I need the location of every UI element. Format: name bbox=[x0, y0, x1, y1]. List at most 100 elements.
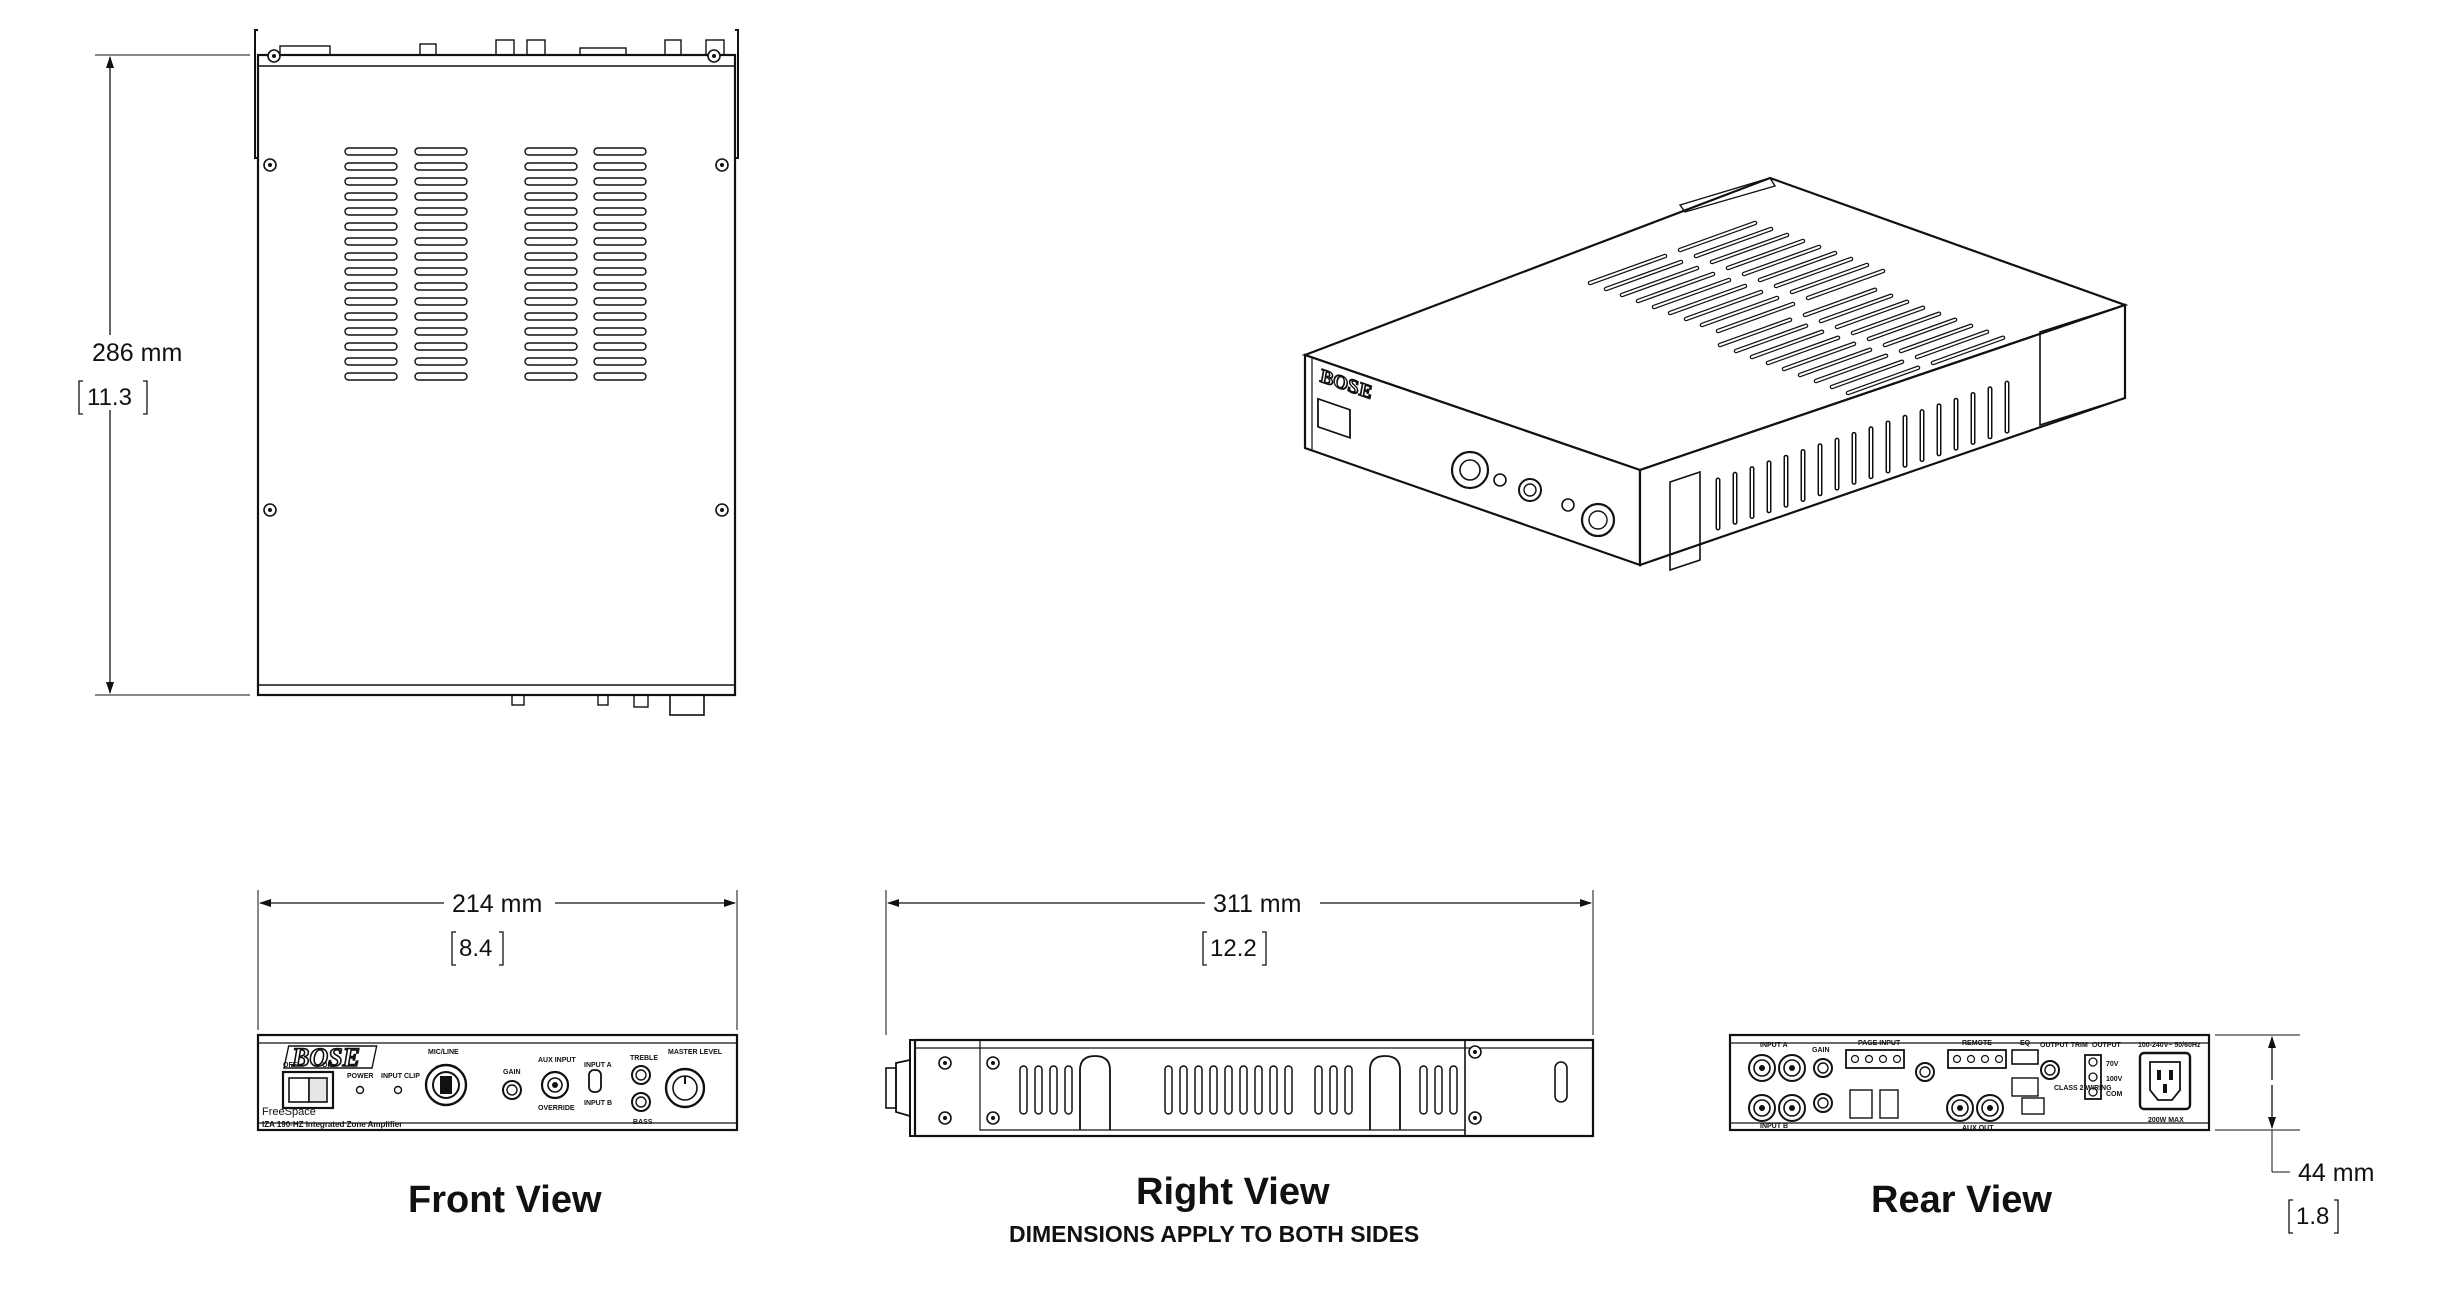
vent-slot bbox=[1019, 1065, 1028, 1115]
vent-slot-inner bbox=[1932, 336, 2004, 364]
rca-jack-icon bbox=[1748, 1054, 1776, 1082]
vent-slot bbox=[414, 252, 468, 261]
vent-slot bbox=[1344, 1065, 1353, 1115]
vent-slot-inner bbox=[1799, 348, 1871, 376]
vent-slot bbox=[593, 222, 647, 231]
length-dimension: 311 mm 12.2 bbox=[885, 890, 1594, 1035]
vent-slot bbox=[593, 252, 647, 261]
top-view-vents bbox=[344, 147, 647, 381]
switch-on-label: ON bbox=[322, 1062, 333, 1069]
rear-input-a-label: INPUT A bbox=[1760, 1042, 1788, 1049]
gain-label: GAIN bbox=[503, 1069, 521, 1076]
rear-input-b-label: INPUT B bbox=[1760, 1123, 1788, 1130]
vent-slot bbox=[524, 177, 578, 186]
vent-slot bbox=[414, 267, 468, 276]
right-view-caption: Right View bbox=[1136, 1171, 1330, 1213]
vent-slot bbox=[593, 267, 647, 276]
vent-slot-inner bbox=[1679, 222, 1756, 251]
page-input-terminal bbox=[1845, 1049, 1905, 1069]
vent-slot bbox=[414, 342, 468, 351]
vent-slot bbox=[524, 372, 578, 381]
vent-slot bbox=[1284, 1065, 1293, 1115]
terminal-pin bbox=[1864, 1054, 1874, 1064]
front-view: BOSE OFF ON FreeSpace IZA 190-HZ Integra… bbox=[256, 1033, 739, 1132]
rear-gain-a-knob-icon bbox=[1813, 1058, 1833, 1078]
vent-slot-inner bbox=[1775, 258, 1852, 287]
vent-slot bbox=[524, 147, 578, 156]
vent-slot bbox=[1194, 1065, 1203, 1115]
vent-slot bbox=[593, 177, 647, 186]
vent-slot bbox=[344, 147, 398, 156]
vent-slot bbox=[414, 237, 468, 246]
mic-line-label: MIC/LINE bbox=[428, 1049, 459, 1056]
isometric-view: BOSE bbox=[1301, 176, 2129, 572]
vent-slot bbox=[524, 237, 578, 246]
width-in-label: 8.4 bbox=[459, 935, 492, 962]
rear-view: INPUT A GAIN INPUT B PAGE INPUT REMOTE E… bbox=[1728, 1033, 2211, 1132]
vent-slot bbox=[1314, 1065, 1323, 1115]
vent-slot bbox=[344, 177, 398, 186]
terminal-pin bbox=[1980, 1054, 1990, 1064]
vent-slot-inner bbox=[1653, 279, 1730, 308]
vent-slot-inner bbox=[1695, 228, 1772, 257]
depth-dimension: 286 mm 11.3 bbox=[78, 54, 250, 696]
terminal-pin bbox=[1966, 1054, 1976, 1064]
vent-slot bbox=[1419, 1065, 1428, 1115]
height-mm-label: 44 mm bbox=[2298, 1159, 2374, 1187]
input-select-switch bbox=[588, 1069, 602, 1093]
override-label: OVERRIDE bbox=[538, 1105, 575, 1112]
vent-slot-inner bbox=[1669, 285, 1746, 314]
vent-slot-inner bbox=[1900, 324, 1972, 352]
output-terminal bbox=[2084, 1054, 2102, 1100]
rca-jack-icon bbox=[1778, 1054, 1806, 1082]
vent-slot bbox=[593, 312, 647, 321]
vent-slot-inner bbox=[1685, 291, 1762, 320]
vent-slot bbox=[593, 327, 647, 336]
gain-knob-icon bbox=[502, 1080, 522, 1100]
terminal-pin bbox=[1878, 1054, 1888, 1064]
right-view-vents bbox=[1019, 1065, 1458, 1115]
top-view-front-knobs bbox=[511, 694, 705, 716]
aux-input-jack-icon bbox=[540, 1070, 570, 1100]
vent-slot bbox=[593, 342, 647, 351]
vent-slot-inner bbox=[1847, 366, 1919, 394]
aux-input-label: AUX INPUT bbox=[538, 1057, 576, 1064]
vent-slot bbox=[344, 162, 398, 171]
terminal-pin bbox=[1892, 1054, 1902, 1064]
length-mm-label: 311 mm bbox=[1213, 890, 1301, 918]
vent-slot bbox=[344, 237, 398, 246]
power-label: POWER bbox=[347, 1073, 373, 1080]
page-input-label: PAGE INPUT bbox=[1858, 1040, 1901, 1047]
vent-slot bbox=[1064, 1065, 1073, 1115]
vent-slot bbox=[593, 282, 647, 291]
vent-slot bbox=[344, 222, 398, 231]
front-model-name: IZA 190-HZ Integrated Zone Amplifier bbox=[262, 1120, 402, 1129]
vent-slot-inner bbox=[1916, 330, 1988, 358]
vent-slot-inner bbox=[1852, 306, 1924, 334]
vent-slot bbox=[1209, 1065, 1218, 1115]
vent-slot bbox=[1179, 1065, 1188, 1115]
vent-slot-inner bbox=[1711, 234, 1788, 263]
height-dimension: 44 mm 1.8 bbox=[2215, 1034, 2374, 1234]
class2-label: CLASS 2 WIRING bbox=[2054, 1085, 2112, 1092]
vent-slot bbox=[344, 207, 398, 216]
vent-slot bbox=[524, 327, 578, 336]
vent-slot bbox=[414, 297, 468, 306]
isometric-top-vents bbox=[1587, 220, 2006, 396]
vent-slot-inner bbox=[1735, 324, 1807, 352]
master-level-knob-icon bbox=[664, 1067, 706, 1109]
rca-jack-icon bbox=[1946, 1094, 1974, 1122]
vent-slot bbox=[414, 222, 468, 231]
vent-slot bbox=[524, 252, 578, 261]
vent-slot bbox=[524, 282, 578, 291]
eq-label: EQ bbox=[2020, 1040, 2031, 1047]
output-trim-knob-icon bbox=[2040, 1060, 2060, 1080]
vent-slot bbox=[344, 357, 398, 366]
rear-gain-b-knob-icon bbox=[1813, 1093, 1833, 1113]
input-a-label: INPUT A bbox=[584, 1062, 612, 1069]
vent-slot bbox=[524, 207, 578, 216]
vent-slot-inner bbox=[1589, 255, 1666, 284]
rca-jack-icon bbox=[1778, 1094, 1806, 1122]
bass-knob-icon bbox=[631, 1092, 651, 1112]
rear-view-caption: Rear View bbox=[1871, 1179, 2052, 1221]
